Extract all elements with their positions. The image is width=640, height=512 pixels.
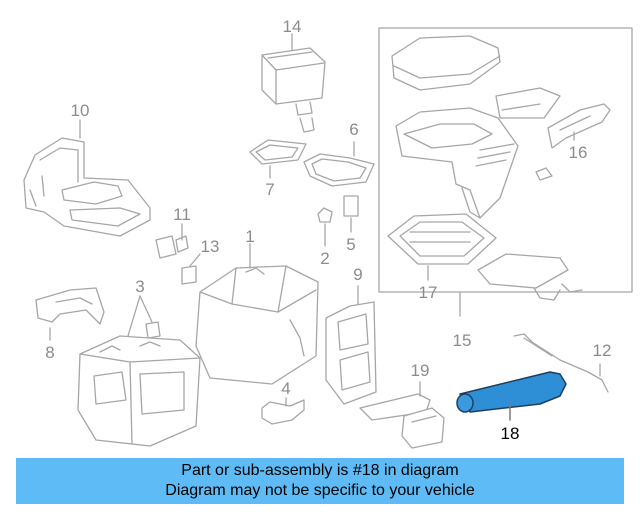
info-banner: Part or sub-assembly is #18 in diagram D… bbox=[16, 458, 624, 504]
part-11-switch[interactable] bbox=[155, 223, 189, 259]
callout-2: 2 bbox=[320, 249, 329, 268]
part-6-mat[interactable] bbox=[303, 141, 375, 187]
part-19-lever[interactable] bbox=[359, 381, 445, 449]
callout-8: 8 bbox=[45, 343, 54, 362]
callout-14: 14 bbox=[283, 17, 302, 36]
callout-3: 3 bbox=[135, 277, 144, 296]
part-4-wire-clip[interactable] bbox=[261, 397, 305, 425]
banner-line-2: Diagram may not be specific to your vehi… bbox=[165, 482, 475, 499]
callout-10: 10 bbox=[71, 101, 90, 120]
callout-5: 5 bbox=[346, 235, 355, 254]
part-12-cable[interactable] bbox=[513, 333, 609, 393]
callout-6: 6 bbox=[349, 120, 358, 139]
callout-18: 18 bbox=[501, 424, 520, 443]
part-latch[interactable] bbox=[495, 87, 561, 181]
callout-16: 16 bbox=[569, 143, 588, 162]
part-armrest-hinge[interactable] bbox=[395, 107, 519, 219]
part-16-handle[interactable] bbox=[547, 103, 611, 149]
part-7-pad[interactable] bbox=[249, 139, 307, 179]
callout-19: 19 bbox=[411, 361, 430, 380]
part-17-tray[interactable] bbox=[387, 213, 497, 281]
part-2-push-pin[interactable] bbox=[317, 207, 333, 247]
callout-7: 7 bbox=[265, 180, 274, 199]
callout-12: 12 bbox=[593, 341, 612, 360]
part-13-connector[interactable] bbox=[181, 253, 201, 285]
armrest-subassembly-box bbox=[378, 27, 633, 317]
part-8-bracket[interactable] bbox=[35, 287, 105, 341]
part-armrest-lid[interactable] bbox=[391, 35, 501, 91]
callout-4: 4 bbox=[281, 379, 290, 398]
part-1-console-body[interactable] bbox=[195, 243, 319, 385]
part-5-clip[interactable] bbox=[343, 195, 359, 233]
part-3-base-assembly[interactable] bbox=[77, 295, 201, 447]
callout-11: 11 bbox=[173, 205, 191, 224]
part-9-rear-panel[interactable] bbox=[325, 285, 377, 405]
part-10-console-frame[interactable] bbox=[23, 119, 151, 237]
callout-1: 1 bbox=[245, 227, 254, 246]
banner-line-1: Part or sub-assembly is #18 in diagram bbox=[181, 462, 459, 479]
part-14-storage-bin[interactable] bbox=[261, 33, 326, 133]
part-bottom-plate[interactable] bbox=[477, 253, 583, 301]
callout-15: 15 bbox=[453, 331, 472, 350]
callout-17: 17 bbox=[419, 283, 438, 302]
callout-9: 9 bbox=[353, 265, 362, 284]
part-18-highlighted[interactable] bbox=[456, 371, 567, 421]
callout-13: 13 bbox=[201, 237, 220, 256]
